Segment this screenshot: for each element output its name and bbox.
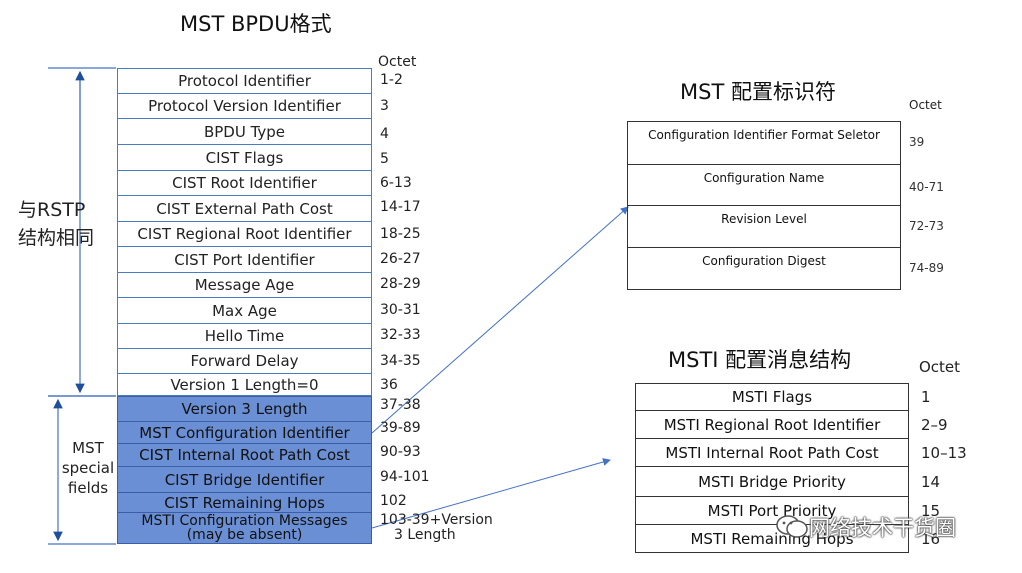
bpdu-row: Max Age	[117, 298, 372, 324]
msti-octet: 2–9	[921, 416, 948, 434]
config-id-octet: 72-73	[909, 219, 944, 233]
bpdu-octet: 30-31	[380, 302, 421, 318]
bpdu-octet: 36	[380, 377, 398, 393]
config-id-octet: 40-71	[909, 180, 944, 194]
bpdu-row: Version 1 Length=0	[117, 374, 372, 396]
msti-row: MSTI Remaining Hops	[635, 525, 909, 553]
watermark-text: 网络技术干货圈	[809, 516, 956, 540]
msti-row: MSTI Flags	[635, 383, 909, 411]
bpdu-octet: 28-29	[380, 276, 421, 292]
config-id-row: Configuration Identifier Format Seletor	[627, 121, 901, 165]
msti-row: MSTI Bridge Priority	[635, 467, 909, 497]
bpdu-row: CIST Root Identifier	[117, 171, 372, 196]
mst-special-fields-label: MST special fields	[61, 439, 115, 497]
bpdu-row-mst: CIST Remaining Hops	[117, 493, 372, 513]
wechat-icon	[776, 515, 808, 538]
bpdu-row: Forward Delay	[117, 349, 372, 374]
bpdu-row: Hello Time	[117, 324, 372, 349]
main-title: MST BPDU格式	[180, 12, 332, 36]
bpdu-octet: 39-89	[380, 420, 421, 436]
bpdu-row: Protocol Identifier	[117, 68, 372, 94]
msti-octet: 10–13	[921, 444, 967, 462]
config-id-row: Revision Level	[627, 206, 901, 248]
bpdu-row: CIST External Path Cost	[117, 196, 372, 222]
msti-title: MSTI 配置消息结构	[668, 348, 852, 372]
bpdu-row-mst: CIST Internal Root Path Cost	[117, 444, 372, 467]
bpdu-octet: 1-2	[380, 72, 403, 88]
config-id-row: Configuration Digest	[627, 248, 901, 290]
bpdu-octet: 32-33	[380, 327, 421, 343]
bpdu-octet: 3	[380, 98, 389, 114]
arrow-to-config-id	[371, 206, 629, 434]
bpdu-row-mst: Version 3 Length	[117, 396, 372, 422]
bpdu-row: CIST Regional Root Identifier	[117, 222, 372, 247]
bpdu-octet: 14-17	[380, 199, 421, 215]
bpdu-row: Protocol Version Identifier	[117, 94, 372, 119]
bpdu-octet: 4	[380, 126, 389, 142]
bpdu-row-mst: CIST Bridge Identifier	[117, 467, 372, 493]
octet-header: Octet	[378, 54, 417, 70]
msti-row: MSTI Regional Root Identifier	[635, 411, 909, 439]
bpdu-row: CIST Port Identifier	[117, 247, 372, 273]
bpdu-octet: 37-38	[380, 397, 421, 413]
msti-row: MSTI Port Priority	[635, 497, 909, 525]
config-id-title: MST 配置标识符	[680, 80, 836, 104]
arrow-to-msti	[371, 458, 611, 529]
config-id-octet: 74-89	[909, 261, 944, 275]
rstp-same-structure-label: 与RSTP 结构相同	[18, 199, 95, 249]
bpdu-row: BPDU Type	[117, 119, 372, 145]
bpdu-octet: 90-93	[380, 444, 421, 460]
bpdu-octet: 94-101	[380, 469, 430, 485]
msti-octet: 1	[921, 388, 931, 406]
bpdu-octet: 18-25	[380, 226, 421, 242]
msti-octet: 14	[921, 473, 941, 491]
bpdu-octet: 6-13	[380, 175, 412, 191]
config-octet-header: Octet	[909, 98, 942, 112]
bpdu-octet: 103-39+Version 3 Length	[380, 512, 493, 543]
bpdu-row-mst: MST Configuration Identifier	[117, 422, 372, 444]
msti-octet: 15	[921, 502, 941, 520]
bpdu-row: CIST Flags	[117, 145, 372, 171]
msti-octet-header: Octet	[919, 358, 961, 376]
bpdu-octet: 5	[380, 151, 389, 167]
bpdu-row: Message Age	[117, 273, 372, 298]
config-id-octet: 39	[909, 135, 925, 149]
bpdu-octet: 34-35	[380, 353, 421, 369]
msti-octet: 16	[921, 530, 941, 548]
bpdu-octet: 102	[380, 493, 407, 509]
watermark: 网络技术干货圈	[775, 512, 956, 542]
msti-row: MSTI Internal Root Path Cost	[635, 439, 909, 467]
config-id-row: Configuration Name	[627, 165, 901, 206]
bpdu-octet: 26-27	[380, 251, 421, 267]
bpdu-row-mst: MSTI Configuration Messages (may be abse…	[117, 513, 372, 544]
